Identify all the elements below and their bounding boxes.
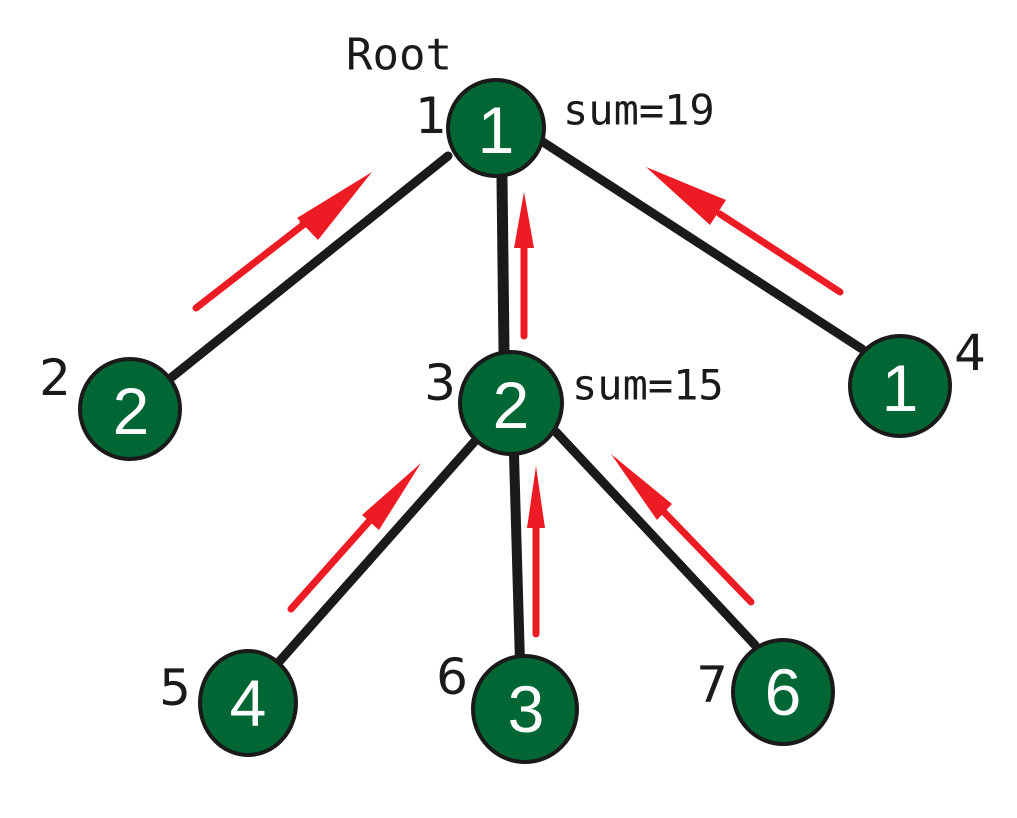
node-circle [731,638,835,746]
node-value: 1 [882,351,919,425]
edge-3-5 [273,436,480,668]
node-circle [78,357,182,461]
node-value: 2 [113,374,150,448]
arrow-5-to-3 [287,463,421,613]
node-index-label: 3 [424,354,456,412]
node-3[interactable]: 2 3 sum=15 [424,350,724,456]
subtree-sum-annotation: sum=19 [563,86,715,135]
node-circle [198,649,298,757]
node-7[interactable]: 6 7 [696,638,835,746]
node-index-label: 1 [415,87,447,145]
arrow-4-to-1 [646,167,844,296]
edge-1-3 [496,172,510,356]
node-value: 1 [478,93,515,167]
root-label: Root [346,30,452,81]
node-value: 6 [765,655,802,729]
node-circle [471,654,579,764]
arrow-7-to-3 [611,454,755,606]
node-6[interactable]: 3 6 [436,648,579,764]
edge-3-7 [551,427,760,650]
arrow-2-to-1 [192,172,372,312]
node-index-label: 2 [39,349,71,407]
arrow-6-to-3 [527,466,545,638]
node-circle [446,78,546,178]
node-circle [848,334,952,438]
node-index-label: 7 [696,656,728,714]
edge-1-2 [167,151,453,382]
node-4[interactable]: 1 4 [848,324,986,438]
node-value: 4 [230,666,267,740]
node-index-label: 5 [159,659,191,717]
node-value: 2 [493,368,530,442]
edge-1-4 [538,137,867,354]
node-index-label: 6 [436,648,468,706]
arrows [192,167,844,638]
edges [167,137,867,668]
node-circle [458,350,564,456]
subtree-sum-annotation: sum=15 [572,361,724,410]
node-index-label: 4 [954,324,986,382]
node-1[interactable]: 1 1 sum=19 [415,78,715,178]
edge-3-6 [509,450,525,668]
node-5[interactable]: 4 5 [159,649,298,757]
node-value: 3 [508,672,545,746]
node-2[interactable]: 2 2 [39,349,182,461]
arrow-3-to-1 [514,192,534,340]
